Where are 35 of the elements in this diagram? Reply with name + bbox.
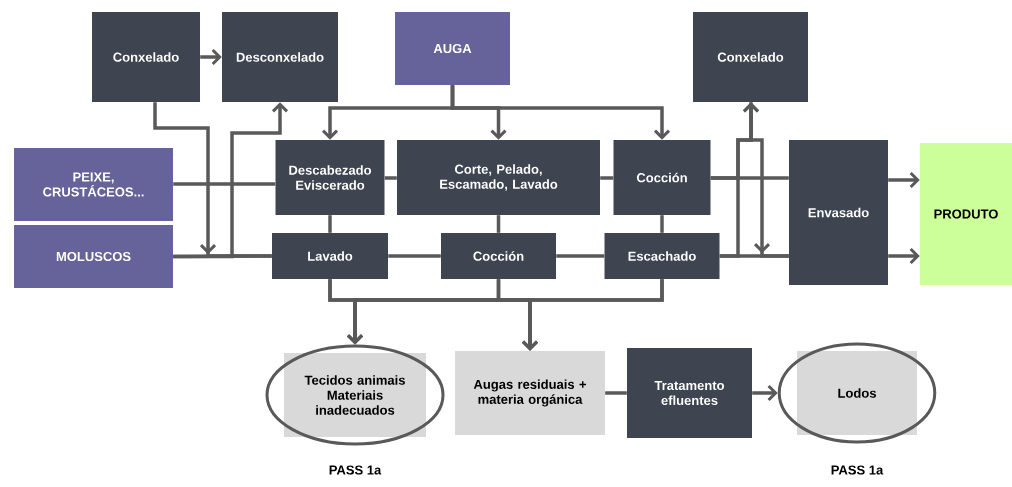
process-box: Cocción	[613, 140, 711, 215]
waste-box: Augas residuais + materia orgánica	[455, 351, 605, 435]
process-box: Escachado	[604, 233, 720, 279]
connector-line	[600, 176, 614, 180]
process-box: Cocción	[441, 233, 556, 279]
connector-line	[173, 254, 272, 259]
stage-label: PASS 1a	[831, 465, 884, 475]
connector-line	[496, 215, 501, 233]
process-box: Conxelado	[92, 12, 200, 102]
process-box: Desconxelado	[222, 12, 338, 102]
input-box: PEIXE, CRUSTÁCEOS...	[14, 148, 173, 221]
arrow	[450, 85, 671, 140]
process-box: Corte, Pelado, Escamado, Lavado	[397, 140, 600, 215]
connector-line	[605, 391, 627, 395]
process-box: Descabezado Eviscerado	[275, 140, 385, 215]
connector-line	[328, 215, 332, 233]
arrow	[888, 171, 920, 189]
arrow	[200, 48, 222, 66]
process-box: Envasado	[789, 140, 888, 285]
arrow	[719, 102, 760, 258]
input-box: AUGA	[395, 12, 510, 85]
arrow	[521, 279, 664, 351]
arrow	[888, 247, 920, 265]
process-box: Conxelado	[693, 12, 808, 102]
connector-line	[556, 254, 605, 258]
connector-line	[173, 182, 276, 186]
process-box: Lavado	[272, 233, 388, 279]
input-box: MOLUSCOS	[14, 225, 173, 288]
connector-line	[660, 215, 664, 233]
arrow	[752, 384, 778, 402]
process-box: Tratamento efluentes	[627, 348, 752, 438]
output-box: PRODUTO	[920, 143, 1012, 285]
connector-line	[384, 176, 397, 180]
connector-line	[388, 254, 441, 258]
stage-label: PASS 1a	[329, 465, 382, 475]
